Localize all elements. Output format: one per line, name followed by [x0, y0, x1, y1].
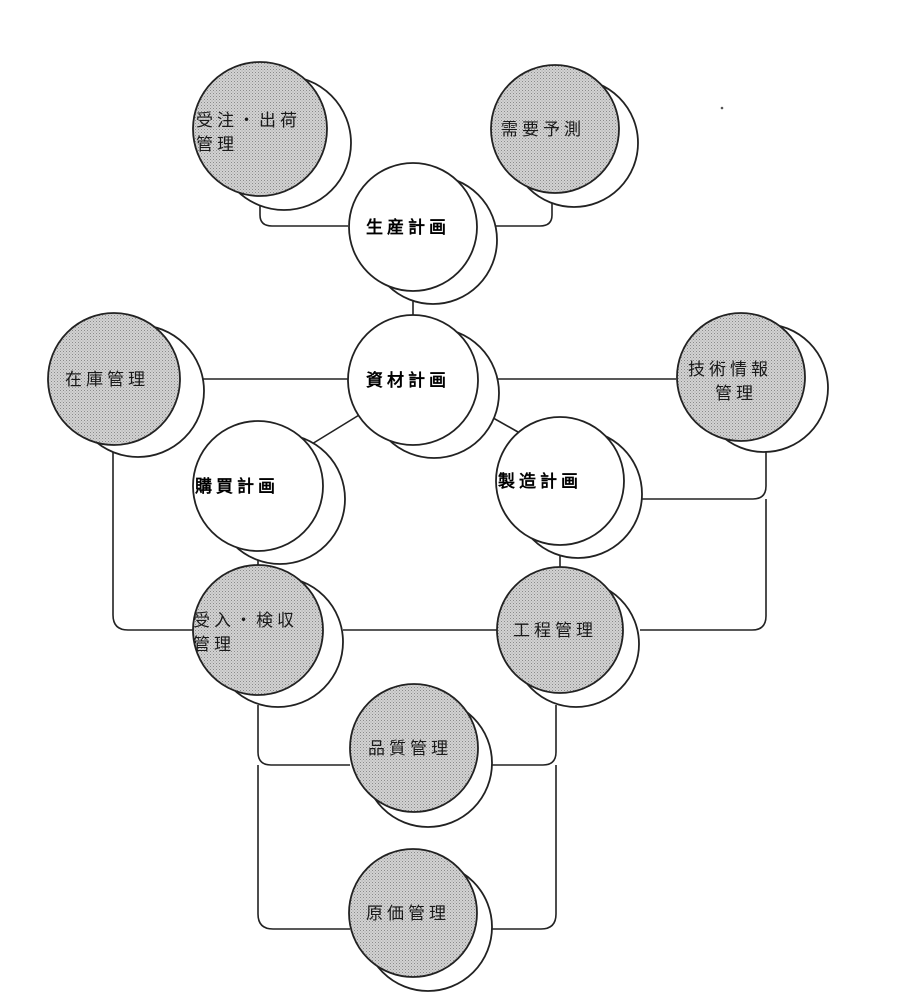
node-order-shipping[interactable]: 受注・出荷 管理 [192, 61, 352, 211]
node-manufacturing-plan[interactable]: 製造計画 [495, 416, 643, 559]
link-process-to-quality [492, 705, 557, 766]
node-manufacturing-plan-label: 製造計画 [497, 471, 582, 492]
node-quality-face [349, 683, 479, 813]
node-cost-face [348, 848, 478, 978]
node-demand-forecast-label: 需要予測 [501, 120, 585, 140]
node-purchase-plan[interactable]: 購買計画 [192, 420, 346, 565]
node-production-plan-label: 生産計画 [366, 217, 450, 238]
link-material-to-purchase [306, 411, 365, 448]
node-tech-info[interactable]: 技術情報 管理 [676, 312, 829, 453]
node-quality[interactable]: 品質管理 [349, 683, 493, 828]
node-manufacturing-plan-face [495, 416, 625, 546]
node-receiving-inspection-label-line2: 管理 [193, 635, 235, 655]
node-material-plan-face [347, 314, 479, 446]
node-demand-forecast-face [490, 64, 620, 194]
node-inventory-label: 在庫管理 [65, 370, 149, 390]
node-cost-label: 原価管理 [366, 904, 450, 924]
node-production-plan-face [348, 162, 478, 292]
node-tech-info-label-line2: 管理 [715, 384, 757, 404]
node-inventory-face [47, 312, 181, 446]
node-process-face [496, 566, 624, 694]
link-order-to-production [259, 193, 348, 227]
node-tech-info-label-line1: 技術情報 [688, 360, 772, 380]
link-receiving-to-cost [257, 765, 350, 930]
link-demand-to-production [476, 195, 553, 227]
node-inventory[interactable]: 在庫管理 [47, 312, 205, 458]
node-quality-label: 品質管理 [368, 739, 452, 759]
node-demand-forecast[interactable]: 需要予測 [490, 64, 639, 208]
node-order-shipping-label-line2: 管理 [196, 135, 238, 155]
node-material-plan[interactable]: 資材計画 [347, 314, 500, 459]
node-process-label: 工程管理 [513, 621, 597, 641]
node-order-shipping-label-line1: 受注・出荷 [196, 111, 301, 131]
link-process-to-cost [492, 765, 557, 930]
link-techinfo-to-process [640, 499, 767, 631]
node-purchase-plan-face [192, 420, 324, 552]
node-receiving-inspection[interactable]: 受入・検収 管理 [192, 564, 344, 708]
node-process[interactable]: 工程管理 [496, 566, 640, 708]
node-production-plan[interactable]: 生産計画 [348, 162, 498, 305]
connector-lines [112, 193, 767, 930]
node-receiving-inspection-face [192, 564, 324, 696]
node-purchase-plan-label: 購買計画 [195, 476, 279, 497]
node-material-plan-label: 資材計画 [366, 370, 450, 391]
link-receiving-to-quality [257, 705, 350, 766]
node-cost[interactable]: 原価管理 [348, 848, 493, 992]
link-inventory-to-receiving [112, 451, 193, 631]
node-tech-info-face [676, 312, 806, 442]
stray-mark [720, 106, 724, 110]
node-receiving-inspection-label-line1: 受入・検収 [193, 611, 298, 631]
node-order-shipping-face [192, 61, 328, 197]
link-techinfo-to-manufacturing [630, 446, 767, 500]
